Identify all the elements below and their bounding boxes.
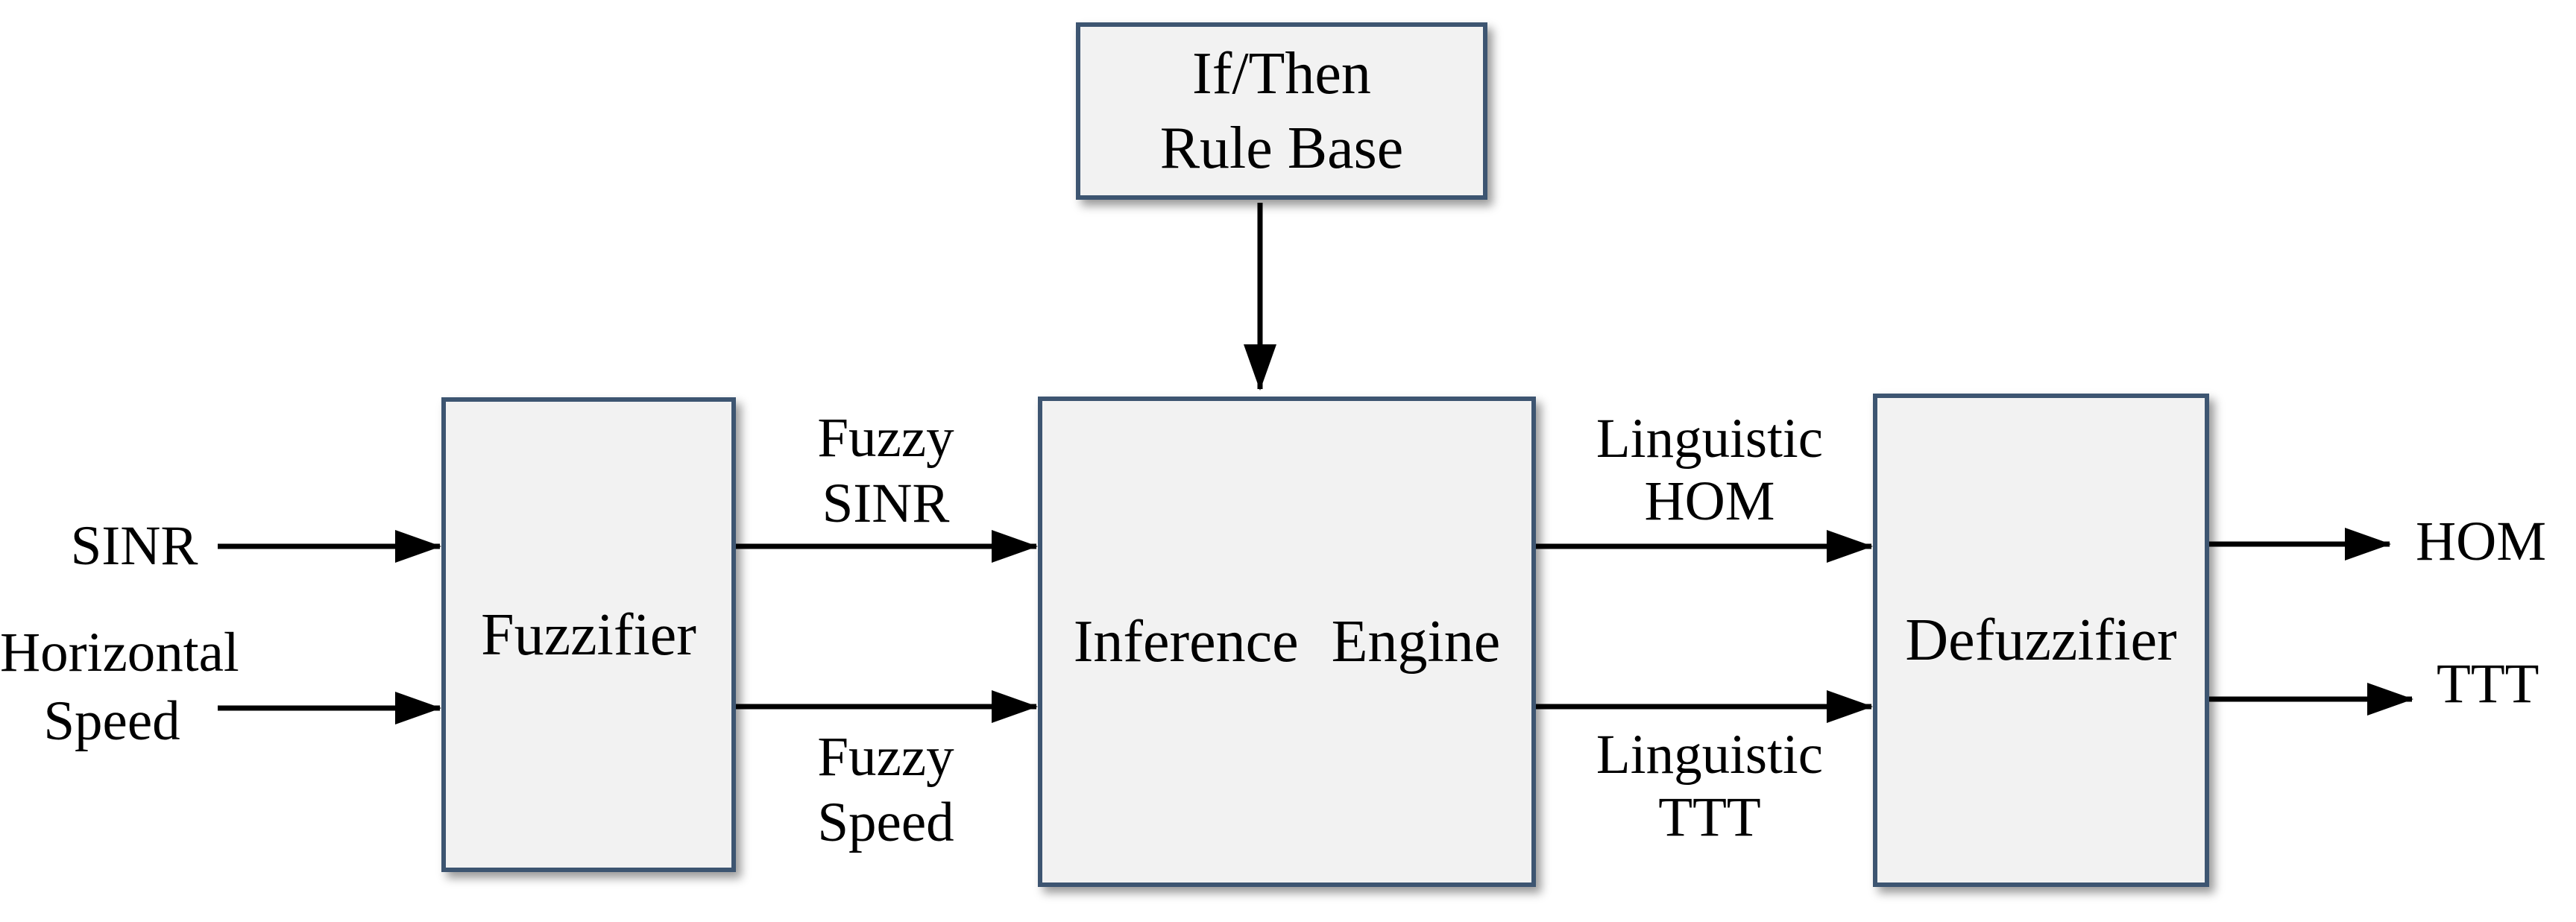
signal-label-linguistic-hom: Linguistic HOM [1561,408,1859,533]
rule-base-label-line2: Rule Base [1159,116,1404,181]
rule-base-label-line1: If/Then [1192,41,1371,107]
signal-label-fuzzy-speed-line1: Fuzzy [817,726,954,788]
signal-label-fuzzy-sinr-line1: Fuzzy [817,407,954,469]
signal-label-linguistic-ttt: Linguistic TTT [1561,724,1859,849]
inference-engine-label: Inference Engine [1073,609,1501,675]
rule-base-block: If/Then Rule Base [1076,22,1487,200]
signal-label-fuzzy-speed: Fuzzy Speed [774,724,998,856]
defuzzifier-label: Defuzzifier [1905,607,2177,673]
signal-label-linguistic-ttt-line1: Linguistic [1596,724,1824,786]
signal-label-linguistic-hom-line1: Linguistic [1596,408,1824,470]
signal-label-linguistic-ttt-line2: TTT [1658,786,1761,848]
defuzzifier-block: Defuzzifier [1873,394,2209,887]
output-label-hom: HOM [2416,511,2547,572]
inference-engine-block: Inference Engine [1038,397,1536,887]
signal-label-fuzzy-speed-line2: Speed [817,792,954,853]
input-label-sinr: SINR [70,515,198,577]
input-label-horizontal-speed: Horizontal Speed [0,619,239,756]
fuzzifier-block: Fuzzifier [441,397,736,872]
input-label-horizontal-speed-line1: Horizontal [0,622,239,683]
input-label-horizontal-speed-line2: Speed [43,690,180,752]
output-label-ttt: TTT [2437,653,2539,715]
signal-label-linguistic-hom-line2: HOM [1644,470,1775,532]
fuzzifier-label: Fuzzifier [481,601,696,668]
signal-label-fuzzy-sinr-line2: SINR [822,473,950,534]
signal-label-fuzzy-sinr: Fuzzy SINR [774,405,998,537]
